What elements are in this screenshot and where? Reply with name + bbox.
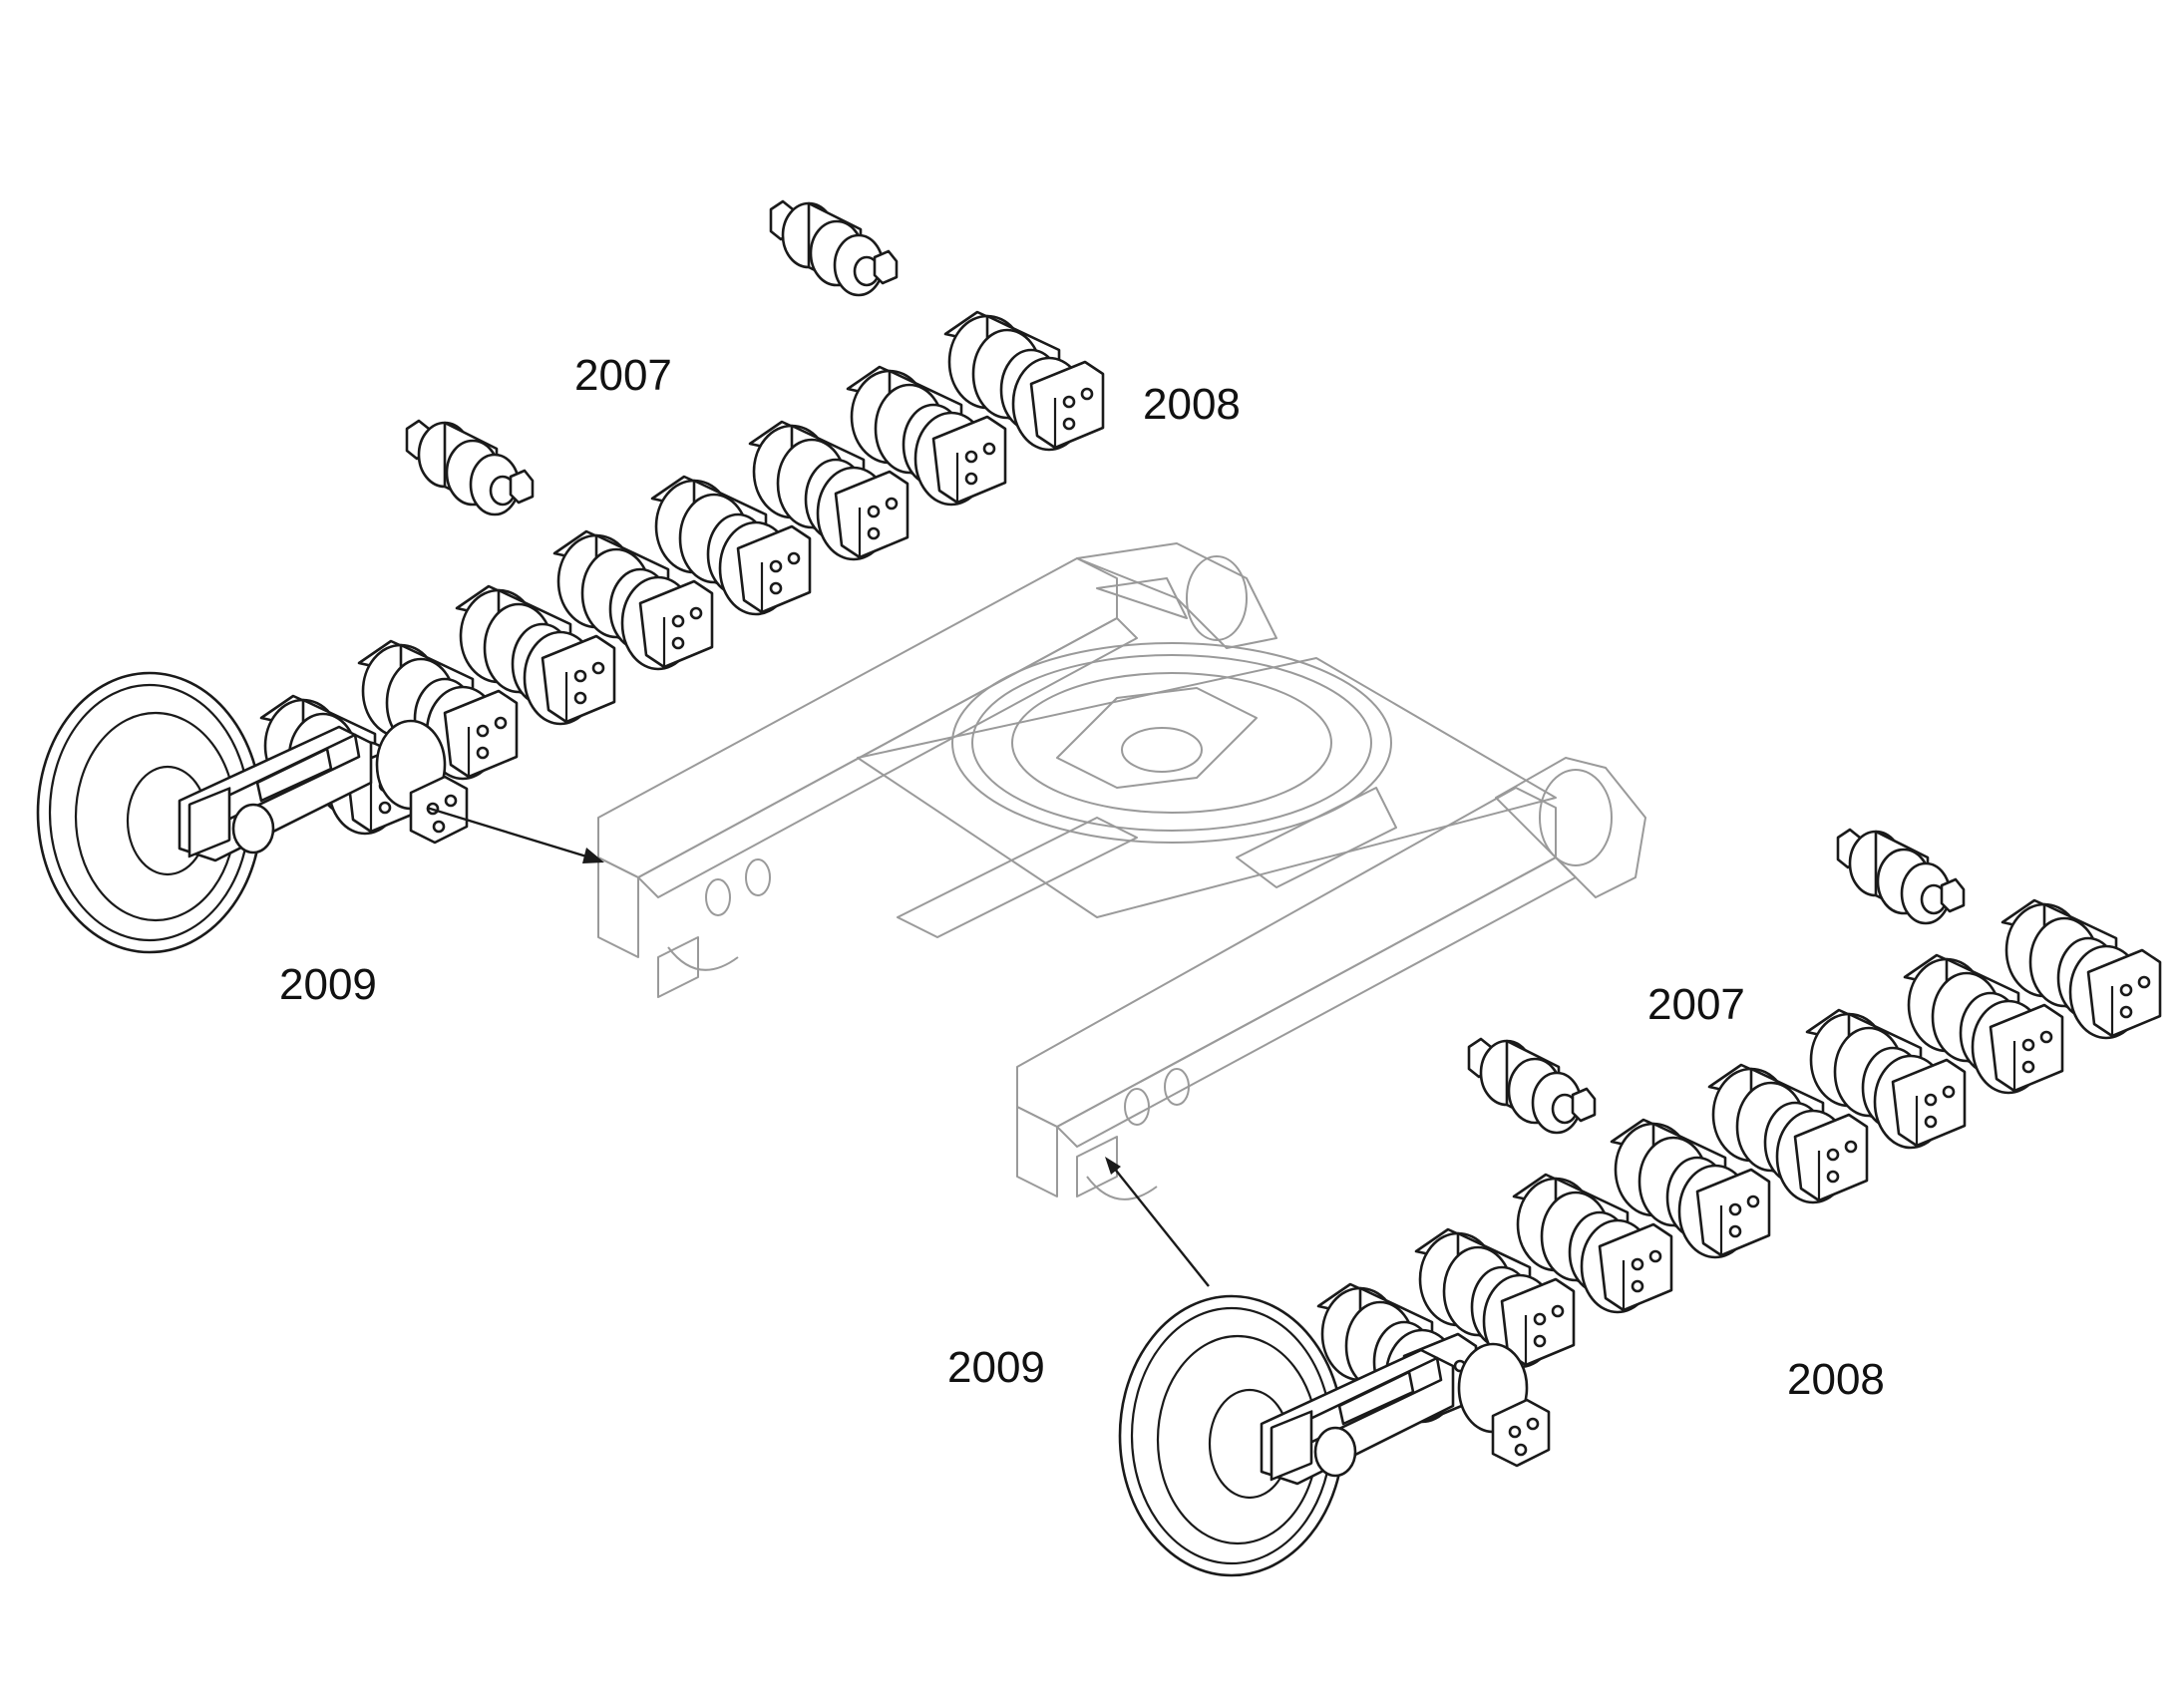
- callout-lower-carrier-roller: 2007: [1647, 980, 1745, 1029]
- callout-lower-idler: 2009: [947, 1343, 1045, 1392]
- upper-carrier-roller-rear: [769, 199, 899, 297]
- lower-track-rollers: [1316, 898, 2162, 1424]
- callout-lower-track-roller: 2008: [1787, 1355, 1885, 1404]
- lower-carrier-roller-rear: [1836, 828, 1966, 925]
- upper-idler-leader: [426, 806, 604, 863]
- lower-carrier-roller-front: [1467, 1037, 1597, 1135]
- upper-carrier-roller-front: [405, 419, 535, 516]
- track-frame: [597, 542, 1646, 1200]
- callout-upper-track-roller: 2008: [1143, 380, 1241, 429]
- lower-idler-leader: [1105, 1157, 1210, 1287]
- callout-upper-idler: 2009: [279, 960, 377, 1009]
- callout-upper-carrier-roller: 2007: [574, 351, 672, 400]
